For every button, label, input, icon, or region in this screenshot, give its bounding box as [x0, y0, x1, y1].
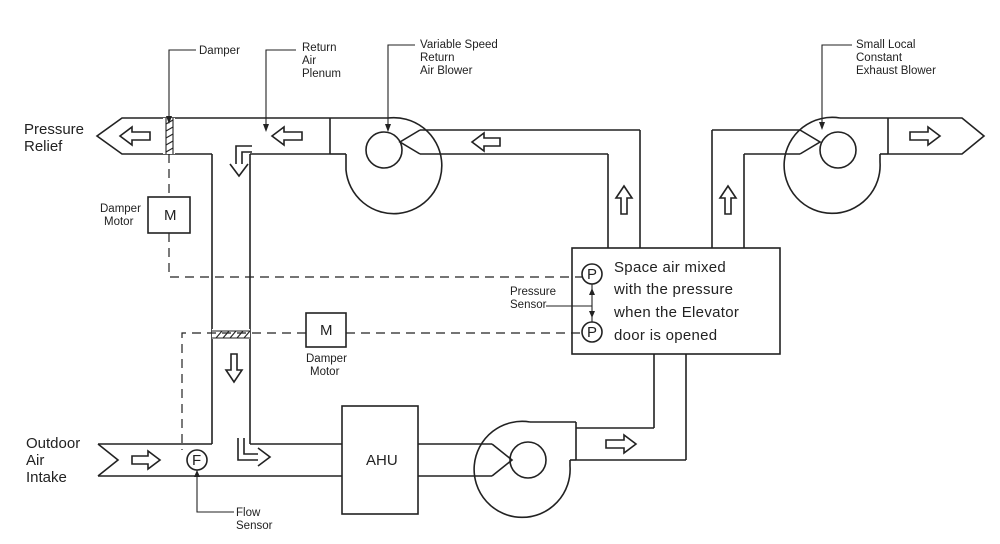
vertical-return-shaft: [211, 154, 342, 445]
control-lines: [168, 154, 582, 450]
exhaust-blower-line3: Exhaust Blower: [856, 65, 936, 77]
pressure-relief-line2: Relief: [24, 138, 63, 155]
flow-sensor-leader: [196, 506, 234, 513]
exhaust-blower-line2: Constant: [856, 52, 903, 64]
damper-motor-bottom: [305, 312, 347, 348]
space-box-line4: door is opened: [614, 327, 717, 344]
pressure-sensor-top-symbol: P: [587, 266, 597, 283]
supply-blower: [418, 420, 577, 519]
space-box-line2: with the pressure: [613, 281, 733, 298]
relief-damper: [163, 118, 175, 154]
pressure-relief-line1: Pressure: [24, 121, 84, 138]
return-air-plenum-line1: Return: [302, 42, 337, 54]
return-blower-line2: Return: [420, 52, 455, 64]
exhaust-outlet: [888, 117, 986, 155]
outdoor-air-intake-line1: Outdoor: [26, 435, 80, 452]
return-air-blower: [329, 116, 443, 215]
damper-motor-top: [147, 196, 191, 234]
exhaust-blower: [783, 116, 889, 215]
damper-motor-bottom-symbol: M: [320, 322, 333, 339]
flow-arrows: [118, 125, 942, 471]
return-blower-line3: Air Blower: [420, 65, 473, 77]
outdoor-air-inlet: [97, 443, 342, 477]
exhaust-blower-line1: Small Local: [856, 39, 915, 51]
pressure-sensor-bottom-symbol: P: [587, 324, 597, 341]
return-air-plenum-line2: Air: [302, 55, 316, 67]
return-blower-line1: Variable Speed: [420, 39, 498, 51]
supply-duct: [576, 354, 687, 461]
return-branch-duct: [420, 129, 641, 248]
top-return-duct: [170, 117, 330, 155]
outdoor-air-intake-line3: Intake: [26, 469, 67, 486]
damper-label: Damper: [199, 45, 240, 57]
mixing-damper: [212, 329, 251, 339]
pressure-relief-outlet: [95, 117, 170, 155]
flow-sensor-line2: Sensor: [236, 520, 273, 532]
leader-lines: [166, 44, 852, 132]
damper-motor-bottom-line2: Motor: [310, 366, 340, 378]
space-box-line3: when the Elevator: [613, 304, 739, 321]
damper-motor-top-symbol: M: [164, 207, 177, 224]
space-box: [571, 247, 781, 355]
exhaust-riser-duct: [711, 129, 800, 248]
flow-sensor-line1: Flow: [236, 507, 261, 519]
flow-sensor: [186, 449, 208, 506]
ahu-unit: [341, 405, 419, 515]
pressure-sensor-line2: Sensor: [510, 299, 547, 311]
text-labels: Pressure Relief Outdoor Air Intake Dampe…: [24, 39, 936, 532]
flow-sensor-symbol: F: [192, 452, 201, 469]
damper-motor-bottom-line1: Damper: [306, 353, 347, 365]
damper-motor-top-line2: Motor: [104, 216, 134, 228]
pressure-sensor-line1: Pressure: [510, 286, 556, 298]
return-air-plenum-line3: Plenum: [302, 68, 341, 80]
space-box-line1: Space air mixed: [614, 259, 726, 276]
ahu-label: AHU: [366, 452, 398, 469]
outdoor-air-intake-line2: Air: [26, 452, 44, 469]
damper-motor-top-line1: Damper: [100, 203, 141, 215]
pressure-sensor-link: [546, 284, 595, 322]
